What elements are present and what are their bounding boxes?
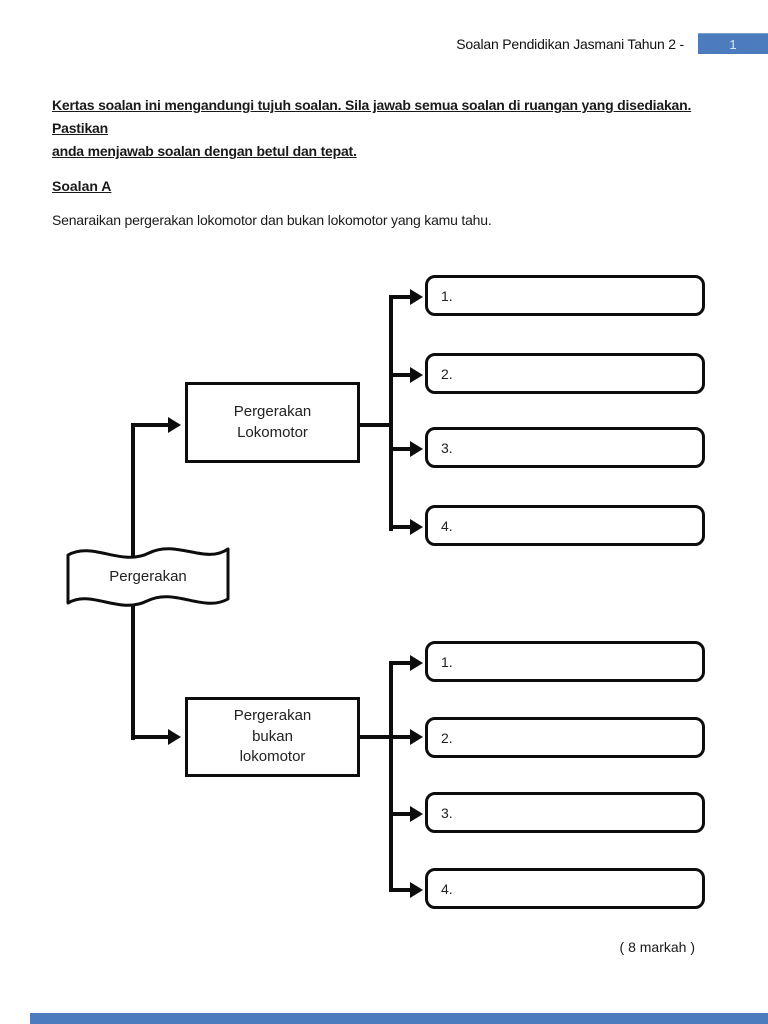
- exam-instructions-line: Kertas soalan ini mengandungi tujuh soal…: [52, 97, 692, 136]
- answer-number: 1.: [441, 653, 453, 670]
- arrowhead-icon: [410, 729, 423, 745]
- wavy-shape: [66, 547, 230, 607]
- stub-line: [391, 373, 412, 377]
- answer-box-lokomotor-1[interactable]: 1.: [425, 275, 705, 316]
- stub-line: [391, 295, 412, 299]
- connector-lokomotor-to-spine: [358, 423, 393, 427]
- branch-label-line: Pergerakan: [233, 706, 312, 724]
- question-text: Senaraikan pergerakan lokomotor dan buka…: [52, 212, 492, 228]
- section-heading: Soalan A: [52, 178, 112, 194]
- answer-box-lokomotor-2[interactable]: 2.: [425, 353, 705, 394]
- exam-instructions: Kertas soalan ini mengandungi tujuh soal…: [52, 94, 722, 163]
- answer-box-bukan-4[interactable]: 4.: [425, 868, 705, 909]
- footer-accent-bar: [30, 1013, 768, 1024]
- connector-to-lokomotor: [131, 423, 170, 427]
- branch-label-line: Pergerakan: [233, 402, 312, 420]
- stub-line: [391, 525, 412, 529]
- stub-line: [391, 888, 412, 892]
- branch-box-bukan-lokomotor: Pergerakan bukan lokomotor: [185, 697, 360, 777]
- answer-number: 2.: [441, 729, 453, 746]
- answer-box-bukan-3[interactable]: 3.: [425, 792, 705, 833]
- answer-number: 4.: [441, 880, 453, 897]
- answer-box-bukan-1[interactable]: 1.: [425, 641, 705, 682]
- stub-line: [391, 661, 412, 665]
- arrowhead-icon: [410, 289, 423, 305]
- stub-line: [391, 812, 412, 816]
- answer-box-lokomotor-4[interactable]: 4.: [425, 505, 705, 546]
- branch-label-line: Lokomotor: [237, 423, 308, 441]
- answer-box-bukan-2[interactable]: 2.: [425, 717, 705, 758]
- branch-box-lokomotor: Pergerakan Lokomotor: [185, 382, 360, 463]
- page-header-title: Soalan Pendidikan Jasmani Tahun 2 -: [456, 36, 684, 52]
- arrowhead-icon: [168, 729, 181, 745]
- stub-line: [391, 447, 412, 451]
- answer-number: 1.: [441, 287, 453, 304]
- connector-to-bukan-lokomotor: [131, 735, 170, 739]
- arrowhead-icon: [410, 367, 423, 383]
- page-number-badge: 1: [698, 33, 768, 54]
- answer-number: 3.: [441, 804, 453, 821]
- marks-label: ( 8 markah ): [619, 939, 695, 955]
- branch-label-line: bukan: [252, 727, 293, 745]
- root-node-label: Pergerakan: [109, 567, 187, 585]
- exam-instructions-line: anda menjawab soalan dengan betul dan te…: [52, 143, 357, 159]
- branch-label-line: lokomotor: [239, 748, 306, 766]
- answer-number: 4.: [441, 517, 453, 534]
- answer-number: 2.: [441, 365, 453, 382]
- arrowhead-icon: [410, 806, 423, 822]
- arrowhead-icon: [410, 519, 423, 535]
- answer-box-lokomotor-3[interactable]: 3.: [425, 427, 705, 468]
- arrowhead-icon: [410, 441, 423, 457]
- answer-number: 3.: [441, 439, 453, 456]
- connector-bukan-to-spine: [358, 735, 412, 739]
- spine-top: [389, 295, 393, 531]
- arrowhead-icon: [168, 417, 181, 433]
- spine-bottom: [389, 661, 393, 892]
- arrowhead-icon: [410, 655, 423, 671]
- arrowhead-icon: [410, 882, 423, 898]
- root-node-pergerakan: Pergerakan: [63, 537, 233, 615]
